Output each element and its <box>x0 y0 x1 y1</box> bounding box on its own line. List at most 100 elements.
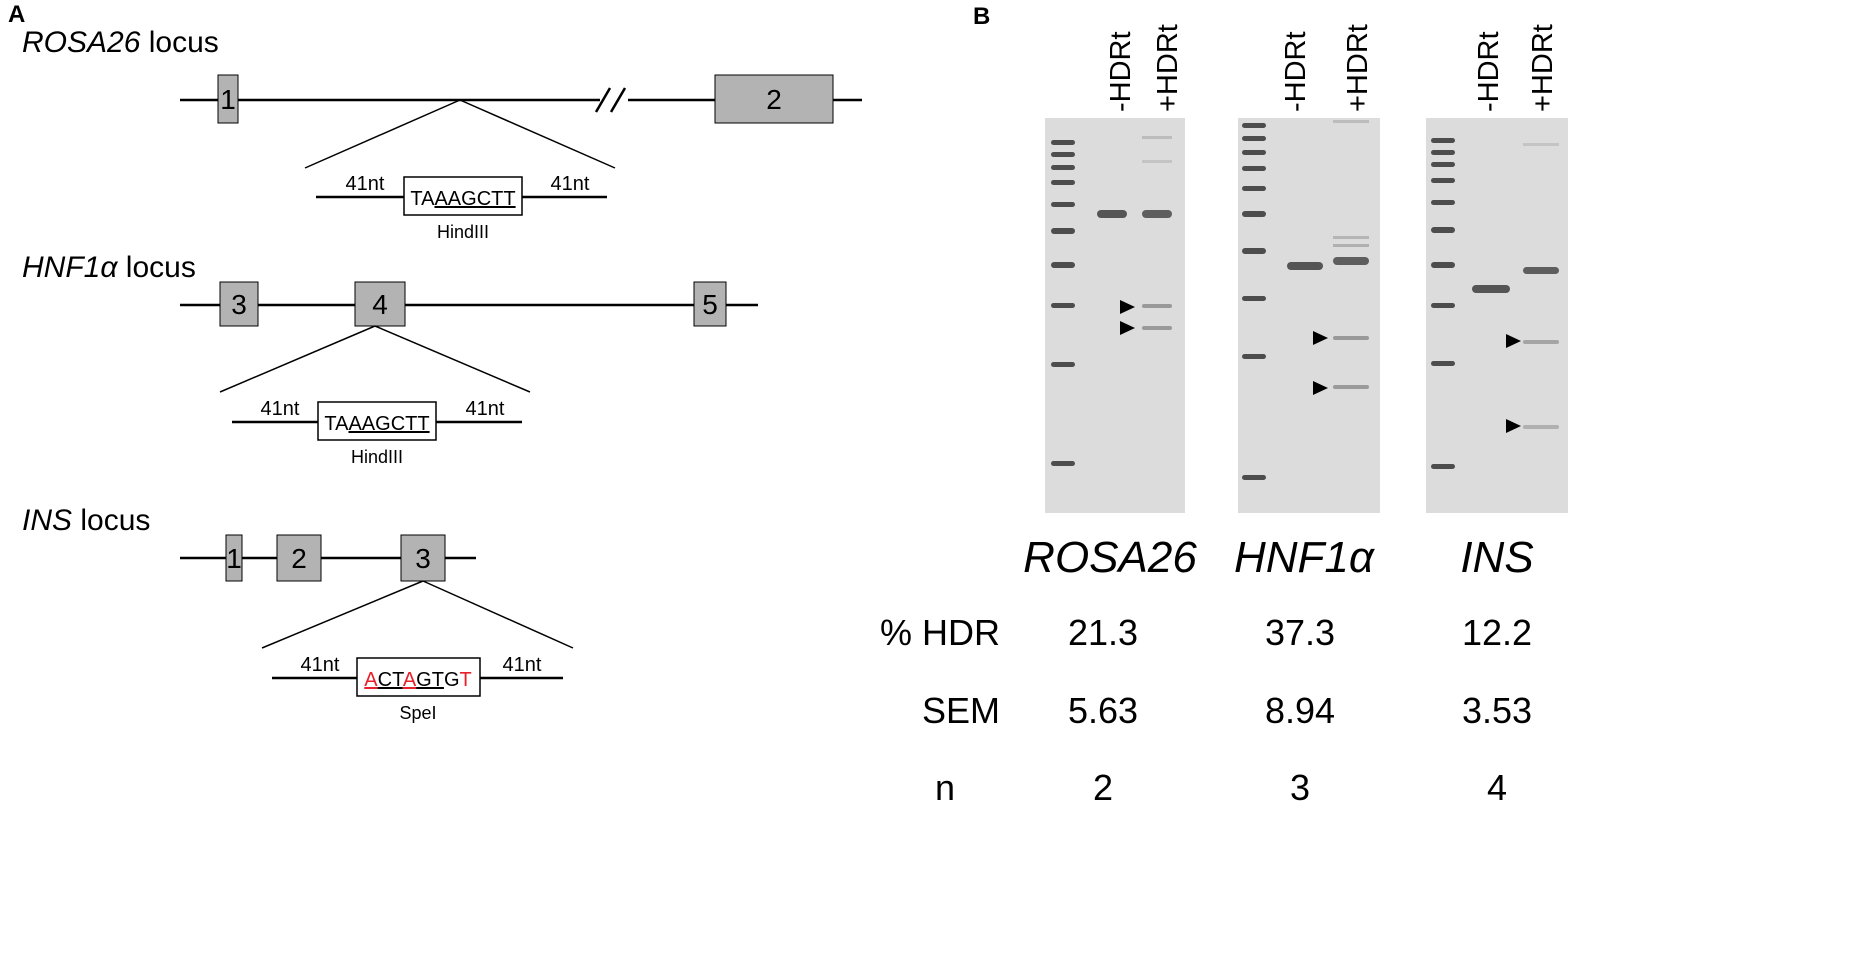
ladder-band <box>1431 227 1455 233</box>
ins-exon-1-label: 1 <box>226 543 242 574</box>
ins-exon-2-label: 2 <box>291 543 307 574</box>
ladder-band <box>1051 262 1075 268</box>
ins-minus-lane-label: -HDRt <box>1473 31 1505 112</box>
gel-rosa26-faint-band <box>1142 136 1172 139</box>
gel-ins-cut-band-1 <box>1523 340 1559 344</box>
hnf1a-zoom-line-left <box>219 325 376 393</box>
rosa26-zoom-line-right <box>459 99 616 169</box>
ins-insert-sequence: ACTAGTGT <box>364 669 471 691</box>
ladder-band <box>1431 150 1455 155</box>
ladder-band <box>1431 303 1455 308</box>
insert-sequence-segment: G <box>444 669 460 691</box>
hnf1a-exon-3-label: 3 <box>231 289 247 320</box>
gel-hnf1a <box>1238 118 1380 513</box>
hnf1a-zoom-line-right <box>374 325 531 393</box>
ladder-band <box>1242 136 1266 141</box>
hnf1a-hdr-value: 37.3 <box>1265 612 1335 653</box>
ladder-band <box>1431 162 1455 167</box>
rosa26-insert-box <box>403 176 523 216</box>
ins-locus-name: INS <box>22 504 72 537</box>
gel-hnf1a-cut-band-2 <box>1333 385 1369 389</box>
ladder-band <box>1051 202 1075 207</box>
ins-plus-lane-label: +HDRt <box>1527 24 1559 112</box>
gel-hnf1a-faint-band <box>1333 236 1369 239</box>
ladder-band <box>1051 180 1075 185</box>
hnf1a-flank-left-label: 41nt <box>261 398 300 420</box>
gel-ins-background <box>1426 118 1568 513</box>
ladder-band <box>1431 178 1455 183</box>
insert-sequence-segment: GT <box>416 669 444 691</box>
hnf1a-locus-name: HNF1α <box>22 251 118 284</box>
insert-sequence-segment: A <box>403 669 417 691</box>
hnf1a-locus-suffix: locus <box>117 251 195 284</box>
gel-hnf1a-faint-band <box>1333 244 1369 247</box>
lane-labels: -HDRt +HDRt -HDRt +HDRt -HDRt +HDRt <box>1105 24 1559 112</box>
ladder-band <box>1242 166 1266 171</box>
arrowhead-icon <box>1120 321 1135 335</box>
hnf1a-enzyme-label: HindIII <box>351 447 403 467</box>
arrowhead-icon <box>1120 300 1135 314</box>
ladder-band <box>1242 186 1266 191</box>
rosa26-locus: ROSA26 locus 1 2 41nt 41nt TAAAGCTT Hind… <box>22 26 862 242</box>
gel-hnf1a-faint-band <box>1333 120 1369 123</box>
hnf1a-locus-title: HNF1α locus <box>22 251 196 284</box>
ins-n-value: 4 <box>1487 767 1507 808</box>
ins-exon-3 <box>400 534 446 582</box>
gel-ins-name: INS <box>1460 533 1533 582</box>
ladder-band <box>1431 262 1455 268</box>
arrowhead-icon <box>1506 334 1521 348</box>
rosa26-exon-2-label: 2 <box>766 84 782 115</box>
gel-rosa26-cut-band-2 <box>1142 326 1172 330</box>
ladder-band <box>1431 361 1455 366</box>
ladder-band <box>1051 303 1075 308</box>
ladder-band <box>1242 296 1266 301</box>
ins-zoom-line-right <box>422 580 574 649</box>
ins-hdr-value: 12.2 <box>1462 612 1532 653</box>
ins-locus: INS locus 1 2 3 41nt 41nt ACTAGTGT SpeI <box>22 504 574 723</box>
ins-exon-3-label: 3 <box>415 543 431 574</box>
gel-ins-ladder <box>1431 138 1455 469</box>
rosa26-locus-name: ROSA26 <box>22 26 141 59</box>
panel-a-label: A <box>8 1 25 28</box>
rosa26-exon-2 <box>714 74 834 124</box>
row-label-n: n <box>935 767 955 808</box>
gel-hnf1a-background <box>1238 118 1380 513</box>
gel-names: ROSA26 HNF1α INS <box>1023 533 1534 582</box>
ladder-band <box>1242 248 1266 254</box>
insert-sequence-segment: AAGCTT <box>434 188 515 210</box>
rosa26-minus-lane-label: -HDRt <box>1105 31 1137 112</box>
ladder-band <box>1242 211 1266 217</box>
arrowhead-icon <box>1506 419 1521 433</box>
hnf1a-exon-3 <box>219 281 259 327</box>
gel-hnf1a-ladder <box>1242 123 1266 480</box>
row-label-sem: SEM <box>922 690 1000 731</box>
rosa26-sem-value: 5.63 <box>1068 690 1138 731</box>
gel-rosa26-cut-band-1 <box>1142 304 1172 308</box>
rosa26-flank-left-label: 41nt <box>346 173 385 195</box>
rosa26-exon-1-label: 1 <box>220 84 236 115</box>
gel-hnf1a-plus-band <box>1333 257 1369 265</box>
rosa26-break-mark <box>594 87 612 113</box>
rosa26-exon-1 <box>217 74 239 124</box>
ladder-band <box>1242 354 1266 359</box>
gel-ins-cut-band-2 <box>1523 425 1559 429</box>
ladder-band <box>1431 138 1455 143</box>
gel-rosa26-background <box>1045 118 1185 513</box>
gel-rosa26-name: ROSA26 <box>1023 533 1197 582</box>
rosa26-flank-right-label: 41nt <box>551 173 590 195</box>
rosa26-enzyme-label: HindIII <box>437 222 489 242</box>
arrowhead-icon <box>1313 331 1328 345</box>
rosa26-zoom-line-left <box>304 99 461 169</box>
hnf1a-insert-sequence: TAAAGCTT <box>324 413 429 435</box>
hnf1a-exon-4 <box>354 281 406 327</box>
hnf1a-n-value: 3 <box>1290 767 1310 808</box>
arrowhead-icon <box>1313 381 1328 395</box>
ins-exon-2 <box>276 534 322 582</box>
rosa26-hdr-value: 21.3 <box>1068 612 1138 653</box>
ladder-band <box>1431 464 1455 469</box>
ladder-band <box>1431 200 1455 205</box>
ins-locus-suffix: locus <box>72 504 150 537</box>
rosa26-locus-suffix: locus <box>140 26 218 59</box>
ladder-band <box>1242 123 1266 128</box>
insert-sequence-segment: AAGCTT <box>348 413 429 435</box>
